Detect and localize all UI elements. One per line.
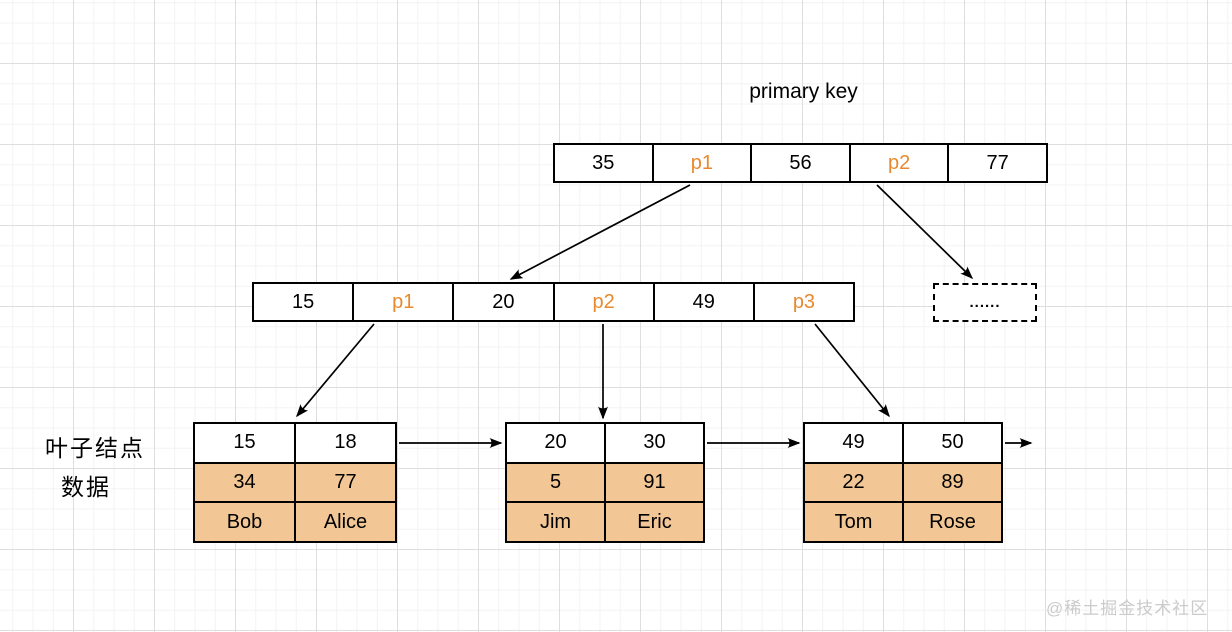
root-node: 35 p1 56 p2 77 — [553, 143, 1048, 183]
leaf2-key-row: 20 30 — [507, 424, 703, 462]
leaf1-data-cell: Bob — [226, 510, 263, 533]
leaf1-key-cell: 18 — [294, 424, 395, 462]
leaf3-data-row: Tom Rose — [805, 501, 1001, 542]
leaf3-key-cell: 49 — [842, 431, 865, 454]
internal-key-cell: 15 — [254, 284, 353, 320]
internal-pointer-cell: p3 — [752, 284, 854, 320]
leaf-node-2: 20 30 5 91 Jim Eric — [505, 422, 705, 543]
leaf3-data-cell: Tom — [834, 510, 873, 533]
arrow-root-p1-to-internal-node — [509, 184, 691, 280]
leaf2-data-cell: Jim — [539, 510, 572, 533]
root-pointer-cell: p1 — [651, 145, 751, 181]
leaf1-data-cell: 77 — [294, 463, 395, 502]
arrow-internal-p1-to-leaf1 — [296, 323, 375, 418]
leaf2-data-row: 5 91 — [507, 461, 703, 502]
internal-pointer-cell: p2 — [552, 284, 653, 320]
leaf2-key-cell: 20 — [544, 431, 567, 454]
leaf1-key-cell: 15 — [233, 431, 256, 454]
leaf2-data-cell: 5 — [549, 471, 562, 493]
leaf-node-1: 15 18 34 77 Bob Alice — [193, 422, 397, 543]
internal-node: 15 p1 20 p2 49 p3 — [252, 282, 855, 322]
leaf3-data-cell: Rose — [902, 503, 1001, 542]
root-key-cell: 56 — [750, 145, 849, 181]
leaf-node-3: 49 50 22 89 Tom Rose — [803, 422, 1003, 543]
arrow-internal-p3-to-leaf3 — [814, 323, 890, 418]
root-pointer-cell: p2 — [848, 145, 948, 181]
leaf3-data-cell: 22 — [842, 471, 865, 493]
leaf1-data-row: Bob Alice — [195, 501, 395, 542]
internal-key-cell: 49 — [652, 284, 753, 320]
leaf3-data-row: 22 89 — [805, 461, 1001, 502]
data-side-label: 数据 — [61, 474, 111, 500]
leaf3-key-row: 49 50 — [805, 424, 1001, 462]
leaf3-key-cell: 50 — [902, 424, 1001, 462]
leaf1-data-row: 34 77 — [195, 461, 395, 502]
root-key-cell: 77 — [947, 145, 1046, 181]
leaf3-data-cell: 89 — [902, 463, 1001, 502]
arrow-root-p2-to-ellipsis-node — [876, 184, 974, 280]
primary-key-label: primary key — [749, 80, 858, 103]
leaf2-data-row: Jim Eric — [507, 501, 703, 542]
ellipsis-text: ...... — [969, 294, 1001, 311]
internal-pointer-cell: p1 — [352, 284, 453, 320]
leaf2-data-cell: 91 — [604, 463, 703, 502]
leaf1-data-cell: Alice — [294, 503, 395, 542]
root-key-cell: 35 — [555, 145, 652, 181]
watermark: @稀土掘金技术社区 — [1046, 599, 1209, 618]
internal-key-cell: 20 — [452, 284, 553, 320]
leaf-node-side-label: 叶子结点 — [45, 435, 145, 461]
leaf2-key-cell: 30 — [604, 424, 703, 462]
ellipsis-node: ...... — [933, 283, 1037, 322]
leaf1-data-cell: 34 — [233, 471, 256, 493]
leaf1-key-row: 15 18 — [195, 424, 395, 462]
leaf2-data-cell: Eric — [604, 503, 703, 542]
